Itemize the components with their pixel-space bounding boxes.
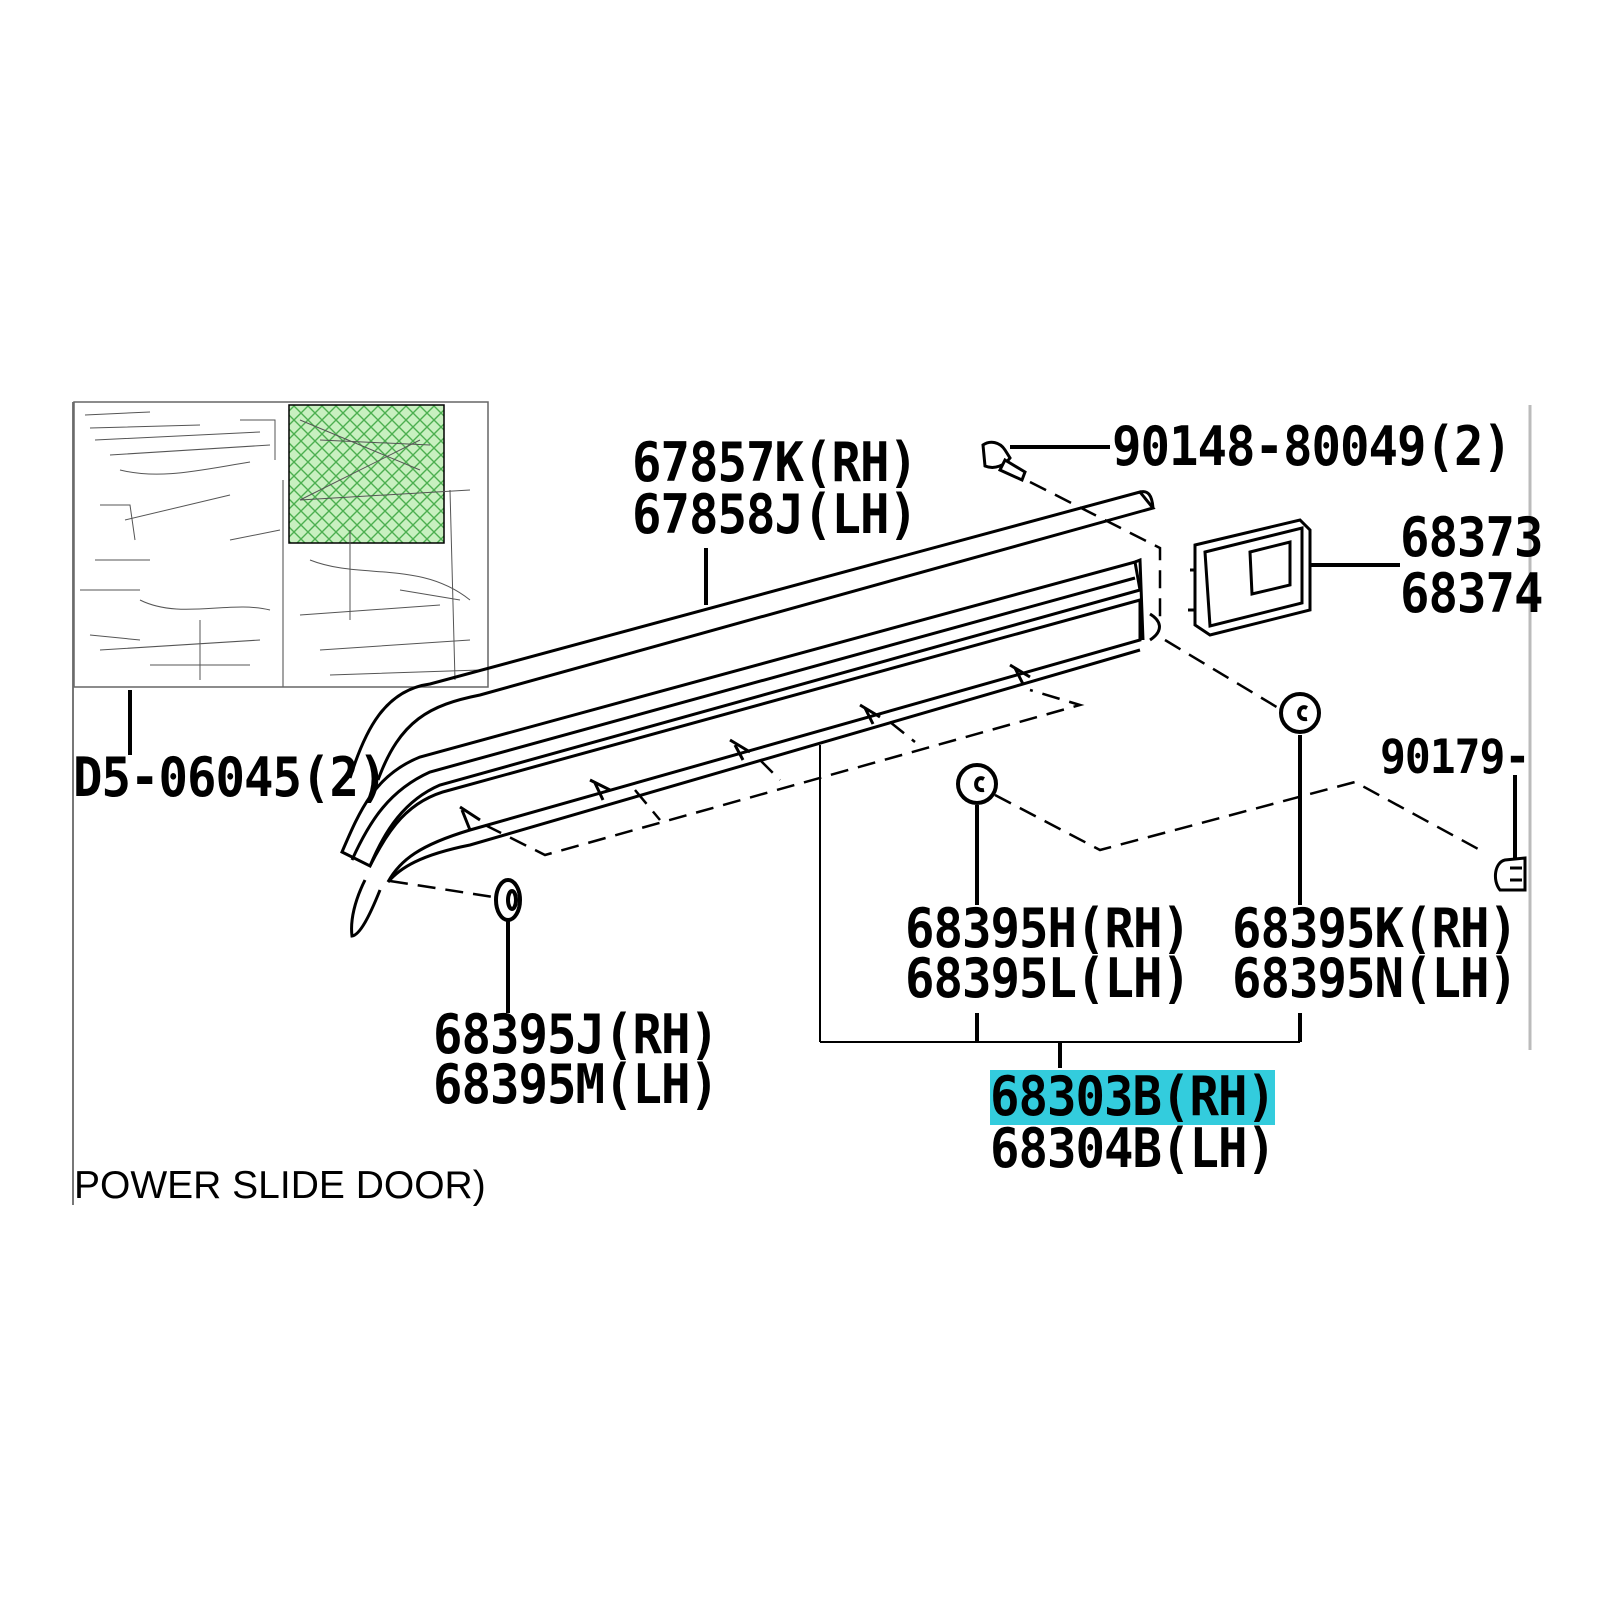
nut-90179 [1493, 856, 1527, 892]
label-68374[interactable]: 68374 [1400, 562, 1544, 626]
bracket-68373 [1188, 518, 1312, 637]
label-68395N[interactable]: 68395N(LH) [1232, 947, 1518, 1011]
clip-68395K [1279, 692, 1321, 734]
bolt-90148 [981, 440, 1027, 483]
label-68395H[interactable]: 68395H(RH) [905, 897, 1191, 961]
label-90179[interactable]: 90179- [1380, 730, 1530, 785]
label-D5-06045[interactable]: D5-06045(2) [73, 746, 388, 810]
label-68395J[interactable]: 68395J(RH) [433, 1003, 719, 1067]
label-68395K[interactable]: 68395K(RH) [1232, 897, 1518, 961]
label-68373[interactable]: 68373 [1400, 506, 1544, 570]
label-90148-80049[interactable]: 90148-80049(2) [1112, 415, 1512, 479]
label-67857K[interactable]: 67857K(RH) [632, 431, 918, 495]
clip-68395J [494, 878, 522, 922]
inset-overview-thumbnail [73, 401, 489, 688]
clip-68395H [956, 763, 998, 805]
label-68303B-highlighted[interactable]: 68303B(RH) [990, 1065, 1276, 1129]
label-68304B[interactable]: 68304B(LH) [990, 1117, 1276, 1181]
rail-assembly [340, 490, 1161, 938]
inset-highlight-area [288, 404, 445, 544]
label-67858J[interactable]: 67858J(LH) [632, 483, 918, 547]
label-68395L[interactable]: 68395L(LH) [905, 947, 1191, 1011]
section-caption: POWER SLIDE DOOR) [74, 1164, 486, 1207]
label-68395M[interactable]: 68395M(LH) [433, 1053, 719, 1117]
